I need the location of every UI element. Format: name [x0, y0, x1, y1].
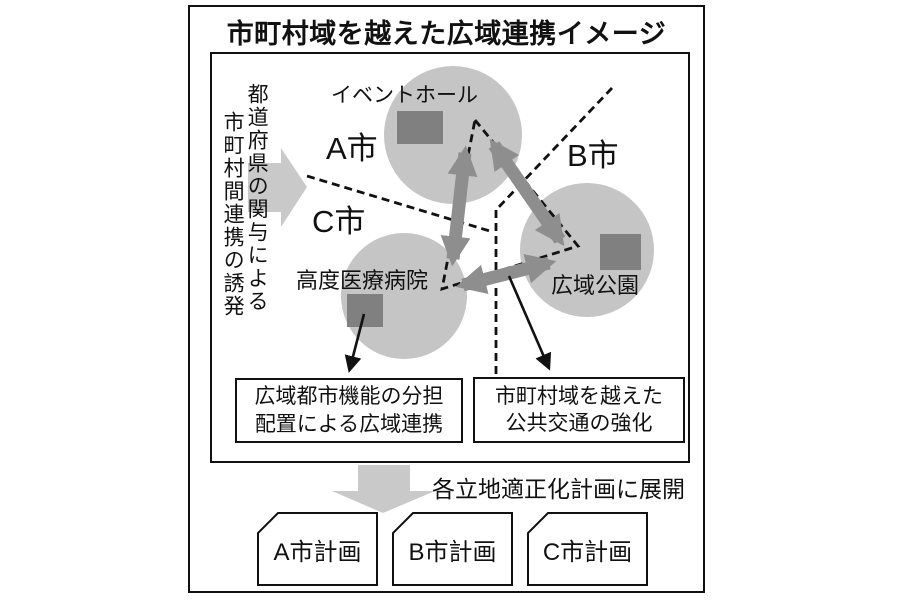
diagram-frame	[210, 52, 690, 463]
deploy-down-arrow-icon	[332, 465, 435, 513]
double-arrow-a-b-icon	[488, 138, 566, 247]
plan-box-a	[257, 512, 378, 586]
outcome-box-left-line1: 広域都市機能の分担	[254, 385, 444, 409]
outcome-box-public-transport: 市町村域を越えた 公共交通の強化	[473, 377, 685, 443]
plan-b-label: B市計画	[408, 538, 497, 566]
outcome-box-right-line1: 市町村域を越えた	[495, 384, 663, 408]
outer-frame	[188, 5, 705, 593]
left-caption-line2: 市町村間連携の誘発	[221, 111, 245, 318]
left-caption-line1: 都道府県の関与による	[245, 83, 269, 313]
plan-c-label: C市計画	[542, 538, 633, 566]
outcome-box-left-line2: 配置による広域連携	[254, 412, 444, 436]
event-hall-square	[397, 111, 443, 144]
plan-a-label: A市計画	[273, 538, 362, 566]
plan-box-b	[392, 512, 513, 586]
regional-park-label: 広域公園	[551, 273, 640, 298]
double-arrow-a-c-icon	[440, 145, 478, 267]
plan-box-c	[527, 512, 648, 586]
outcome-box-function-sharing: 広域都市機能の分担 配置による広域連携	[235, 378, 463, 443]
prefecture-involvement-arrow-icon	[248, 148, 307, 227]
outcome-box-right-line2: 公共交通の強化	[505, 412, 653, 435]
deploy-label: 各立地適正化計画に展開	[432, 476, 685, 502]
hospital-label: 高度医療病院	[296, 268, 429, 293]
hospital-square	[347, 294, 383, 327]
figure-title: 市町村域を越えた広域連携イメージ	[226, 19, 667, 49]
callout-arrow-right-icon	[507, 275, 552, 371]
regional-park-square	[600, 234, 641, 270]
callout-arrow-left-icon	[344, 313, 366, 373]
city-a-circle	[384, 66, 522, 204]
city-b-label: B市	[567, 138, 619, 173]
double-arrow-b-c-icon	[455, 254, 557, 294]
city-c-circle	[341, 233, 467, 359]
event-hall-label: イベントホール	[331, 84, 478, 107]
city-c-label: C市	[312, 204, 366, 239]
city-a-label: A市	[326, 131, 378, 166]
